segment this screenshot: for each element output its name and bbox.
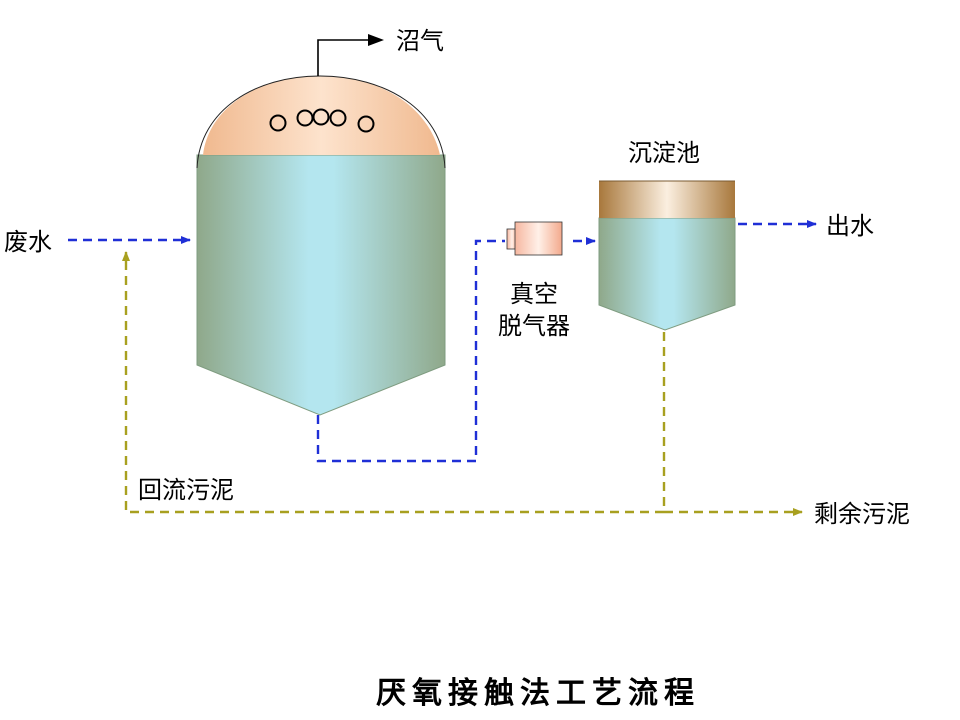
- reactor-gas-dome: [203, 76, 440, 155]
- degasser-label-line2: 脱气器: [498, 312, 570, 340]
- effluent-label: 出水: [826, 212, 874, 240]
- gas-bubbles: [269, 108, 375, 133]
- tank-liquid: [598, 217, 736, 331]
- biogas-label: 沼气: [396, 27, 444, 55]
- water-flow-lines: [68, 220, 817, 463]
- sludge-flow-lines: [122, 251, 803, 516]
- return-sludge-label: 回流污泥: [138, 476, 234, 504]
- reactor-outline: [196, 75, 446, 169]
- reactor-to-degasser-line: [316, 239, 505, 463]
- excess-sludge-label: 剩余污泥: [814, 500, 910, 528]
- anaerobic-reactor: [196, 75, 446, 416]
- vacuum-degasser: [506, 221, 563, 256]
- diagram-title: 厌氧接触法工艺流程: [376, 676, 700, 711]
- tank-sludge-layer: [599, 181, 735, 218]
- return-sludge-line: [122, 251, 664, 514]
- sedimentation-tank: [598, 180, 736, 331]
- degasser-label-line1: 真空: [510, 280, 558, 308]
- wastewater-label: 废水: [4, 228, 52, 256]
- biogas-outlet: [317, 34, 384, 76]
- reactor-liquid: [196, 154, 446, 416]
- sedimentation-tank-label: 沉淀池: [628, 139, 700, 167]
